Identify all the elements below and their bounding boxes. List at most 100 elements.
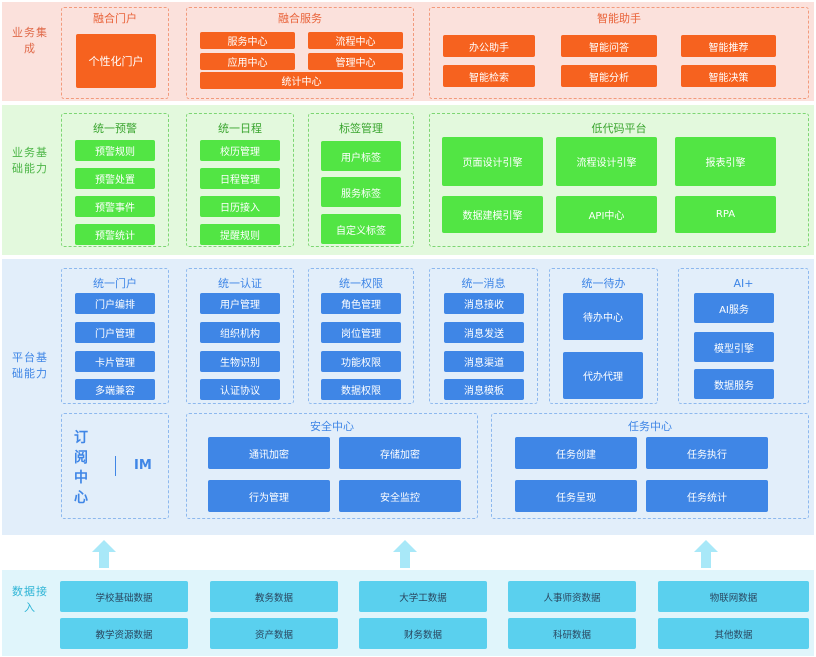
- calendar-manage-button[interactable]: 校历管理: [200, 140, 280, 161]
- smart-search-button[interactable]: 智能检索: [443, 65, 535, 87]
- post-manage-button[interactable]: 岗位管理: [321, 322, 401, 343]
- model-engine-button[interactable]: 模型引擎: [694, 332, 774, 362]
- up-arrow-icon: [92, 540, 116, 568]
- todo-proxy-button[interactable]: 代办代理: [563, 352, 643, 399]
- msg-send-button[interactable]: 消息发送: [444, 322, 524, 343]
- biometric-button[interactable]: 生物识别: [200, 351, 280, 372]
- platform-layer-label: 平台基础能力: [12, 351, 48, 380]
- data-assets[interactable]: 资产数据: [210, 618, 338, 649]
- user-manage-button[interactable]: 用户管理: [200, 293, 280, 314]
- calendar-access-button[interactable]: 日历接入: [200, 196, 280, 217]
- personal-portal-button[interactable]: 个性化门户: [76, 34, 156, 88]
- business-layer-label: 业务集成: [12, 26, 48, 55]
- alert-group: 统一预警 预警规则 预警处置 预警事件 预警统计: [61, 113, 169, 247]
- data-service-button[interactable]: 数据服务: [694, 369, 774, 399]
- service-tag-button[interactable]: 服务标签: [321, 177, 401, 207]
- alert-event-button[interactable]: 预警事件: [75, 196, 155, 217]
- task-create-button[interactable]: 任务创建: [515, 437, 637, 469]
- data-perm-button[interactable]: 数据权限: [321, 379, 401, 400]
- data-academic[interactable]: 教务数据: [210, 581, 338, 612]
- process-center-button[interactable]: 流程中心: [308, 32, 403, 49]
- smart-qa-button[interactable]: 智能问答: [561, 35, 657, 57]
- storage-encrypt-button[interactable]: 存储加密: [339, 437, 461, 469]
- security-monitor-button[interactable]: 安全监控: [339, 480, 461, 512]
- todo-group-title: 统一待办: [581, 277, 626, 290]
- subscribe-group: 订阅中心 IM: [61, 413, 169, 519]
- page-design-engine-button[interactable]: 页面设计引擎: [442, 137, 543, 186]
- data-other[interactable]: 其他数据: [658, 618, 809, 649]
- unified-portal-group-title: 统一门户: [93, 277, 137, 290]
- perm-group: 统一权限 角色管理 岗位管理 功能权限 数据权限: [308, 268, 414, 404]
- reminder-rule-button[interactable]: 提醒规则: [200, 224, 280, 245]
- function-perm-button[interactable]: 功能权限: [321, 351, 401, 372]
- portal-manage-button[interactable]: 门户管理: [75, 322, 155, 343]
- msg-group-title: 统一消息: [461, 277, 506, 290]
- service-center-button[interactable]: 服务中心: [200, 32, 295, 49]
- multi-device-button[interactable]: 多端兼容: [75, 379, 155, 400]
- statistics-center-button[interactable]: 统计中心: [200, 72, 403, 89]
- data-finance[interactable]: 财务数据: [359, 618, 487, 649]
- card-manage-button[interactable]: 卡片管理: [75, 351, 155, 372]
- api-center-button[interactable]: API中心: [556, 196, 657, 233]
- alert-stats-button[interactable]: 预警统计: [75, 224, 155, 245]
- process-design-engine-button[interactable]: 流程设计引擎: [556, 137, 657, 186]
- comm-encrypt-button[interactable]: 通讯加密: [208, 437, 330, 469]
- tag-group-title: 标签管理: [339, 122, 383, 135]
- portal-group-title: 融合门户: [93, 12, 137, 25]
- alert-handle-button[interactable]: 预警处置: [75, 168, 155, 189]
- perm-group-title: 统一权限: [339, 277, 383, 290]
- smart-decision-button[interactable]: 智能决策: [681, 65, 776, 87]
- portal-layout-button[interactable]: 门户编排: [75, 293, 155, 314]
- rpa-button[interactable]: RPA: [675, 196, 776, 233]
- task-present-button[interactable]: 任务呈现: [515, 480, 637, 512]
- custom-tag-button[interactable]: 自定义标签: [321, 214, 401, 244]
- data-school-base[interactable]: 学校基础数据: [60, 581, 188, 612]
- data-model-engine-button[interactable]: 数据建模引擎: [442, 196, 543, 233]
- data-student-affairs[interactable]: 大学工数据: [359, 581, 487, 612]
- data-research[interactable]: 科研数据: [508, 618, 636, 649]
- management-center-button[interactable]: 管理中心: [308, 53, 403, 70]
- schedule-group-title: 统一日程: [218, 122, 262, 135]
- subscribe-divider: [115, 456, 116, 476]
- app-center-button[interactable]: 应用中心: [200, 53, 295, 70]
- portal-group: 融合门户 个性化门户: [61, 7, 169, 99]
- msg-channel-button[interactable]: 消息渠道: [444, 351, 524, 372]
- task-group-title: 任务中心: [628, 420, 672, 433]
- service-group-title: 融合服务: [278, 12, 322, 25]
- task-group: 任务中心 任务创建 任务执行 任务呈现 任务统计: [491, 413, 809, 519]
- task-stats-button[interactable]: 任务统计: [646, 480, 768, 512]
- data-layer-label: 数据接入: [12, 585, 48, 614]
- schedule-group: 统一日程 校历管理 日程管理 日历接入 提醒规则: [186, 113, 294, 247]
- schedule-manage-button[interactable]: 日程管理: [200, 168, 280, 189]
- task-execute-button[interactable]: 任务执行: [646, 437, 768, 469]
- data-teaching-resources[interactable]: 教学资源数据: [60, 618, 188, 649]
- lowcode-group-title: 低代码平台: [591, 122, 647, 135]
- user-tag-button[interactable]: 用户标签: [321, 141, 401, 171]
- behavior-manage-button[interactable]: 行为管理: [208, 480, 330, 512]
- data-hr-faculty[interactable]: 人事师资数据: [508, 581, 636, 612]
- business-base-layer-label: 业务基础能力: [12, 146, 48, 175]
- msg-receive-button[interactable]: 消息接收: [444, 293, 524, 314]
- auth-protocol-button[interactable]: 认证协议: [200, 379, 280, 400]
- ai-group-title: AI+: [733, 277, 754, 290]
- ai-service-button[interactable]: AI服务: [694, 293, 774, 323]
- msg-template-button[interactable]: 消息模板: [444, 379, 524, 400]
- role-manage-button[interactable]: 角色管理: [321, 293, 401, 314]
- auth-group: 统一认证 用户管理 组织机构 生物识别 认证协议: [186, 268, 294, 404]
- todo-group: 统一待办 待办中心 代办代理: [549, 268, 658, 404]
- msg-group: 统一消息 消息接收 消息发送 消息渠道 消息模板: [429, 268, 538, 404]
- security-group-title: 安全中心: [310, 420, 354, 433]
- smart-analysis-button[interactable]: 智能分析: [561, 65, 657, 87]
- smart-recommend-button[interactable]: 智能推荐: [681, 35, 776, 57]
- report-engine-button[interactable]: 报表引擎: [675, 137, 776, 186]
- office-assistant-button[interactable]: 办公助手: [443, 35, 535, 57]
- tag-group: 标签管理 用户标签 服务标签 自定义标签: [308, 113, 414, 247]
- org-structure-button[interactable]: 组织机构: [200, 322, 280, 343]
- alert-rule-button[interactable]: 预警规则: [75, 140, 155, 161]
- im-label[interactable]: IM: [134, 458, 152, 473]
- todo-center-button[interactable]: 待办中心: [563, 293, 643, 340]
- data-iot[interactable]: 物联网数据: [658, 581, 809, 612]
- assistant-group-title: 智能助手: [597, 12, 641, 25]
- service-group: 融合服务 服务中心 流程中心 应用中心 管理中心 统计中心: [186, 7, 414, 99]
